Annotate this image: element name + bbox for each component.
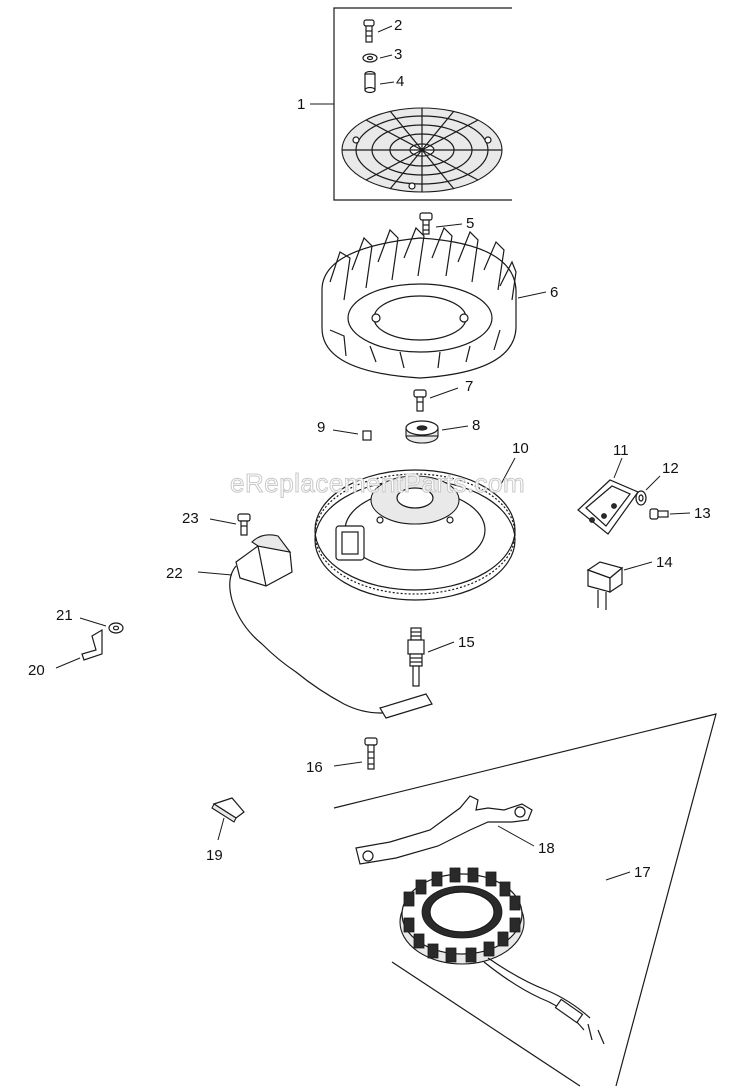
callout-16[interactable]: 16 <box>306 759 323 776</box>
callout-18[interactable]: 18 <box>538 840 555 857</box>
watermark: eReplacementParts.com <box>230 468 525 498</box>
callout-1[interactable]: 1 <box>297 96 305 113</box>
callout-labels: 1 2 3 4 5 6 7 8 9 10 11 12 13 14 15 16 1… <box>28 17 711 881</box>
kit-1-bracket <box>310 7 512 201</box>
part-13-screw[interactable] <box>649 508 691 520</box>
callout-4[interactable]: 4 <box>396 73 404 90</box>
callout-8[interactable]: 8 <box>472 417 480 434</box>
kit-17-bracket <box>333 713 717 1087</box>
part-17-stator[interactable] <box>399 867 605 1045</box>
callout-12[interactable]: 12 <box>662 460 679 477</box>
part-9-key[interactable] <box>332 429 372 441</box>
callout-2[interactable]: 2 <box>394 17 402 34</box>
part-22-ignition-module[interactable] <box>197 534 433 719</box>
callout-3[interactable]: 3 <box>394 46 402 63</box>
part-2-screw[interactable] <box>363 19 393 43</box>
part-16-screw[interactable] <box>333 737 378 770</box>
part-8-washer[interactable] <box>405 420 469 444</box>
callout-15[interactable]: 15 <box>458 634 475 651</box>
part-20-bracket[interactable] <box>55 628 103 669</box>
part-6-fan[interactable] <box>321 226 547 379</box>
callout-10[interactable]: 10 <box>512 440 529 457</box>
callout-23[interactable]: 23 <box>182 510 199 527</box>
part-14-connector[interactable] <box>586 561 653 610</box>
callout-20[interactable]: 20 <box>28 662 45 679</box>
callout-9[interactable]: 9 <box>317 419 325 436</box>
callout-17[interactable]: 17 <box>634 864 651 881</box>
callout-13[interactable]: 13 <box>694 505 711 522</box>
part-19-clip[interactable] <box>211 797 245 841</box>
part-11-regulator[interactable] <box>577 457 639 535</box>
callout-6[interactable]: 6 <box>550 284 558 301</box>
callout-21[interactable]: 21 <box>56 607 73 624</box>
part-15-spark-plug[interactable] <box>407 627 455 687</box>
callout-22[interactable]: 22 <box>166 565 183 582</box>
part-5-screw[interactable] <box>419 212 463 235</box>
callout-19[interactable]: 19 <box>206 847 223 864</box>
part-21-nut[interactable] <box>79 617 124 634</box>
part-3-washer[interactable] <box>362 53 393 63</box>
part-23-screw[interactable] <box>209 513 251 536</box>
part-12-washer[interactable] <box>635 475 661 506</box>
callout-11[interactable]: 11 <box>613 442 629 459</box>
part-1-screen[interactable] <box>341 107 503 193</box>
callout-5[interactable]: 5 <box>466 215 474 232</box>
callout-14[interactable]: 14 <box>656 554 673 571</box>
part-4-spacer[interactable] <box>364 70 395 94</box>
part-18-ground-strap[interactable] <box>355 795 535 865</box>
callout-7[interactable]: 7 <box>465 378 473 395</box>
part-10-flywheel[interactable] <box>314 457 516 601</box>
part-7-screw[interactable] <box>413 387 459 412</box>
